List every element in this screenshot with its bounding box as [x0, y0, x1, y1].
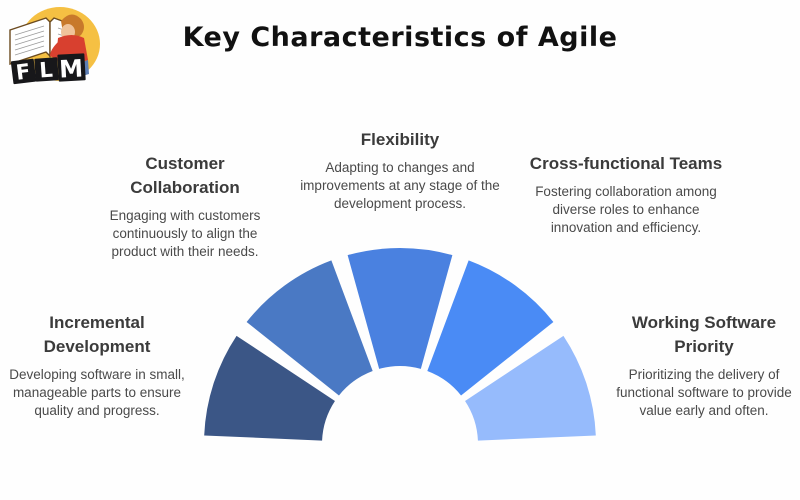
donut-segment-incremental-development[interactable] — [204, 335, 335, 441]
tile-f — [10, 58, 37, 85]
tile-l — [34, 57, 59, 82]
label-cross-functional-teams: Cross-functional Teams Fostering collabo… — [528, 152, 724, 237]
label-desc-flexibility: Adapting to changes and improvements at … — [300, 160, 500, 211]
donut-segment-group — [204, 248, 596, 441]
donut-segment-working-software-priority[interactable] — [465, 335, 596, 441]
label-incremental-development: Incremental Development Developing softw… — [2, 311, 192, 420]
tile-m — [57, 53, 86, 82]
label-desc-customer-collaboration: Engaging with customers continuously to … — [109, 208, 261, 259]
tile-m-letter: M — [58, 54, 83, 83]
label-desc-working-software-priority: Prioritizing the delivery of functional … — [616, 367, 792, 418]
donut-segment-customer-collaboration[interactable] — [246, 260, 373, 396]
label-customer-collaboration: Customer Collaboration Engaging with cus… — [95, 152, 275, 261]
label-title-incremental-development: Incremental Development — [43, 313, 151, 356]
tile-l-letter: L — [39, 58, 54, 83]
flm-logo: F L M — [6, 4, 110, 86]
tile-f-letter: F — [15, 59, 32, 85]
agile-half-donut-chart — [200, 245, 600, 445]
page-title: Key Characteristics of Agile — [182, 22, 618, 53]
label-desc-cross-functional-teams: Fostering collaboration among diverse ro… — [535, 184, 717, 235]
donut-segment-flexibility[interactable] — [347, 248, 453, 369]
label-flexibility: Flexibility Adapting to changes and impr… — [300, 128, 500, 213]
child-arm — [50, 42, 62, 59]
label-working-software-priority: Working Software Priority Prioritizing t… — [608, 311, 800, 420]
flm-logo-svg: F L M — [9, 7, 100, 85]
label-title-customer-collaboration: Customer Collaboration — [130, 154, 240, 197]
logo-letter-tiles: F L M — [10, 53, 86, 85]
label-title-flexibility: Flexibility — [360, 130, 440, 149]
label-title-working-software-priority: Working Software Priority — [631, 313, 777, 356]
label-title-cross-functional-teams: Cross-functional Teams — [529, 154, 723, 173]
half-donut-svg — [204, 248, 596, 441]
donut-segment-cross-functional-teams[interactable] — [427, 260, 554, 396]
label-desc-incremental-development: Developing software in small, manageable… — [9, 367, 185, 418]
